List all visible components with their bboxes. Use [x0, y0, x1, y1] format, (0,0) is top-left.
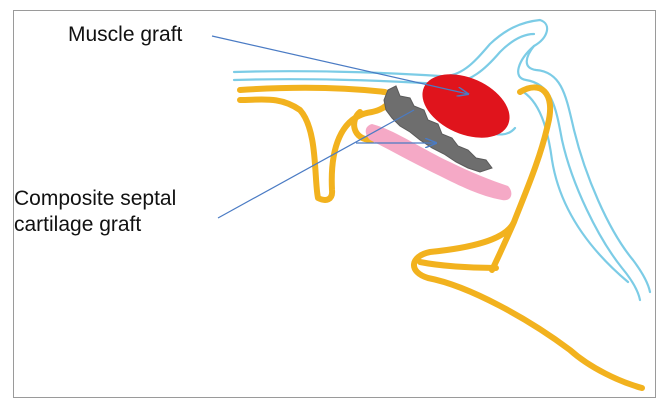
- muscle-graft-pointer: [212, 36, 468, 94]
- composite-graft-label-line1: Composite septal: [14, 186, 176, 212]
- alar-cartilage-left: [240, 88, 390, 200]
- composite-graft-pointer: [218, 110, 414, 218]
- muscle-graft-label: Muscle graft: [68, 22, 182, 48]
- cartilage-inner-fold: [420, 262, 496, 268]
- lateral-cartilage: [414, 87, 642, 388]
- composite-graft-label-line2: cartilage graft: [14, 212, 176, 238]
- composite-graft-label: Composite septal cartilage graft: [14, 186, 176, 238]
